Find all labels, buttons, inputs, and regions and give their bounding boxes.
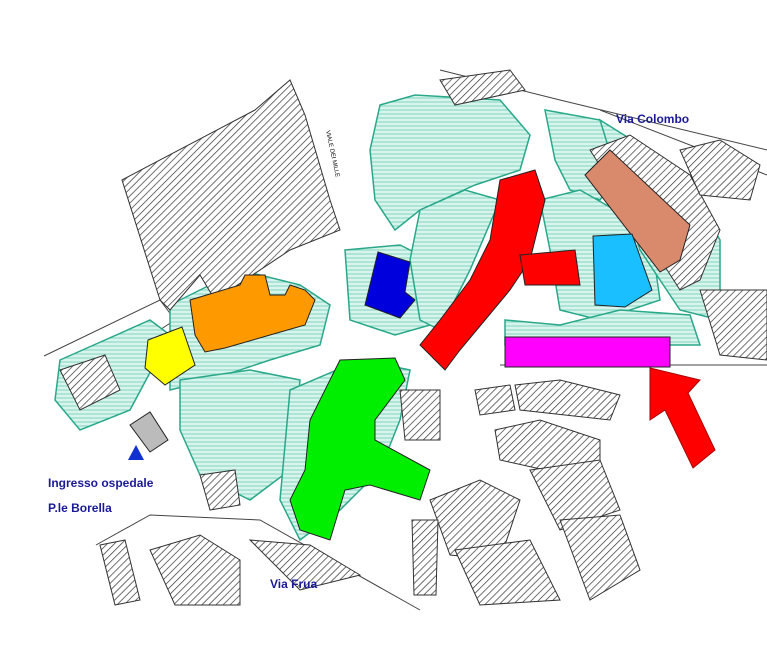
hospital-buildings — [129, 149, 691, 541]
yellow-building — [144, 326, 196, 386]
entrance-triangle-marker — [128, 445, 144, 460]
label-via-colombo: Via Colombo — [616, 112, 690, 126]
target-arrow-marker — [649, 367, 716, 469]
gray-entrance-building — [129, 411, 169, 453]
blue-building — [364, 251, 416, 319]
orange-building — [189, 274, 316, 353]
label-piazzale-borella: P.le Borella — [48, 501, 112, 515]
magenta-building — [504, 336, 671, 368]
green-building — [289, 357, 431, 541]
cyan-building — [592, 233, 653, 308]
label-ingresso-ospedale: Ingresso ospedale — [48, 476, 154, 490]
red-main-building — [419, 169, 546, 371]
brown-building — [584, 149, 691, 273]
red-wing-building — [519, 249, 581, 286]
label-via-frua: Via Frua — [270, 577, 318, 591]
